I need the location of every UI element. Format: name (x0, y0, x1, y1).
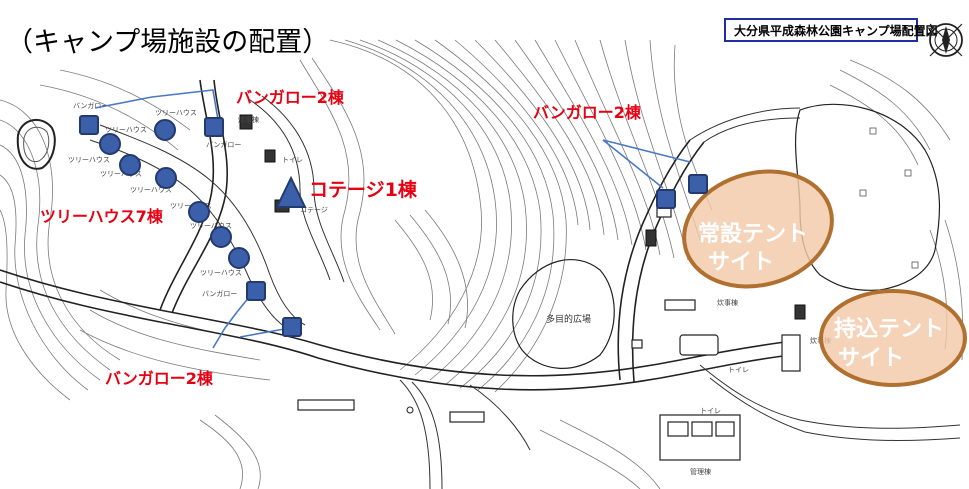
bungalow-top-label: バンガロー2棟 (236, 88, 345, 107)
map-text-cooking: 炊事棟 (238, 115, 259, 124)
map-text-treehouse: ツリーハウス (105, 126, 147, 134)
map-text-bungalow: バンガロー (73, 101, 108, 110)
building (264, 149, 276, 163)
map-text-cottage: コテージ (300, 206, 328, 214)
permanent-tent-label-line1: 常設テント (698, 221, 808, 247)
bring-tent-site-zone: 持込テント サイト (819, 289, 967, 387)
treehouse-marker[interactable] (119, 154, 141, 176)
bungalow-marker[interactable] (79, 115, 99, 135)
map-text-treehouse: ツリーハウス (130, 186, 172, 194)
bungalow-marker[interactable] (282, 317, 302, 337)
map-text-management: 管理棟 (690, 467, 711, 476)
map-text-toilet: トイレ (282, 156, 303, 164)
cottage-marker[interactable] (275, 175, 307, 208)
bungalow-right-label: バンガロー2棟 (533, 103, 642, 122)
map-text-treehouse: ツリーハウス (155, 109, 197, 117)
permanent-tent-site-zone: 常設テント サイト (682, 169, 834, 289)
treehouse-marker[interactable] (210, 226, 232, 248)
bungalow-marker[interactable] (246, 281, 266, 301)
map-text-treehouse: ツリーハウス (190, 222, 232, 230)
map-text-treehouse: ツリーハウス (100, 170, 142, 178)
map-features: 多目的広場 バンガロー ツリーハウス ツリーハウス ツリーハウス (16, 101, 941, 476)
building (664, 299, 696, 311)
permanent-tent-label-line2: サイト (708, 250, 774, 275)
rock-outline (16, 119, 56, 170)
plaza-outline (512, 259, 615, 369)
map-text-toilet: トイレ (700, 407, 721, 415)
building (794, 304, 806, 320)
treehouse-label: ツリーハウス7棟 (40, 207, 164, 226)
plaza-text: 多目的広場 (546, 313, 591, 325)
bungalow-bottom-label: バンガロー2棟 (105, 369, 214, 388)
map-text-cooking: 炊事棟 (717, 298, 738, 307)
page-title: （キャンプ場施設の配置） (6, 27, 329, 58)
bungalow-markers (79, 115, 708, 337)
map-text-toilet: トイレ (728, 366, 749, 374)
treehouse-marker[interactable] (99, 133, 121, 155)
treehouse-marker[interactable] (228, 247, 250, 269)
building (631, 339, 643, 349)
roads (0, 79, 961, 489)
map-text-bungalow: バンガロー (202, 289, 237, 298)
bungalow-marker[interactable] (204, 117, 224, 137)
pointer-lines (94, 89, 691, 349)
sign-board (297, 399, 355, 411)
building (239, 114, 253, 130)
map-text-bungalow: バンガロー (206, 140, 241, 149)
bungalow-marker[interactable] (688, 174, 708, 194)
bungalow-marker[interactable] (656, 189, 676, 209)
cottage-label: コテージ1棟 (309, 178, 418, 201)
treehouse-marker[interactable] (154, 119, 176, 141)
compass-icon (929, 23, 963, 57)
sign-board (449, 411, 485, 423)
legend-box: 大分県平成森林公園キャンプ場配置図 (724, 18, 938, 42)
building (645, 229, 657, 247)
red-labels: バンガロー2棟 バンガロー2棟 バンガロー2棟 コテージ1棟 ツリーハウス7棟 (40, 88, 642, 388)
bring-tent-label-line2: サイト (838, 346, 904, 371)
legend-text: 大分県平成森林公園キャンプ場配置図 (734, 23, 938, 38)
building (679, 334, 719, 356)
bring-tent-label-line1: 持込テント (834, 317, 944, 342)
treehouse-marker[interactable] (188, 201, 210, 223)
treehouse-markers (99, 119, 250, 269)
building (781, 334, 801, 372)
map-text-treehouse: ツリーハウス (200, 269, 242, 277)
treehouse-marker[interactable] (155, 167, 177, 189)
map-text-treehouse: ツリーハウス (68, 156, 110, 164)
